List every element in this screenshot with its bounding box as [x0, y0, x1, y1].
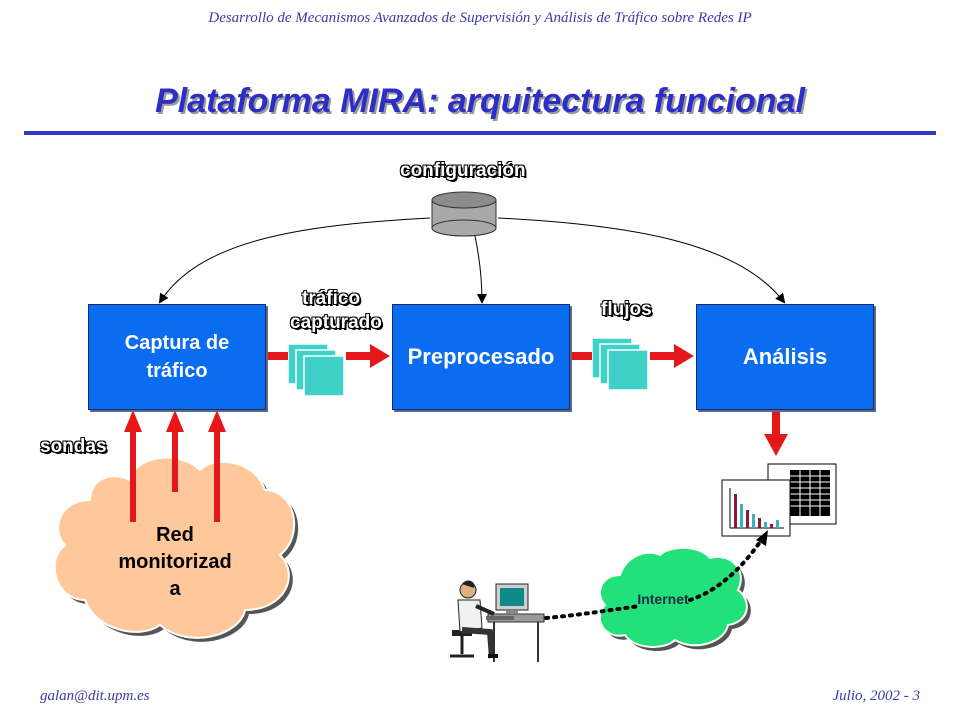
captured-label: capturado [290, 312, 382, 333]
database-icon [431, 191, 497, 237]
probes-label: sondas [40, 436, 107, 457]
red-arrow-pre-analysis [570, 344, 694, 368]
report-chart-icon [721, 479, 791, 537]
flows-label: flujos [601, 299, 652, 320]
user-at-computer-icon [450, 580, 545, 662]
red-arrow-analysis-down [764, 410, 788, 456]
config-arrow-pre [474, 235, 487, 304]
title-rule [24, 131, 936, 135]
capture-box: Captura de tráfico [88, 304, 266, 410]
monitored-network-cloud [53, 456, 299, 642]
probe-arrows [124, 410, 226, 522]
dotted-connection [544, 534, 766, 620]
analysis-box: Análisis [696, 304, 874, 410]
monitored-network-label: Red monitorizad a [100, 522, 250, 603]
flows-documents-icon [591, 337, 649, 391]
network-label-line2: monitorizad [118, 551, 232, 573]
internet-label: Internet [637, 591, 689, 607]
traffic-label: tráfico [302, 288, 361, 309]
slide-header: Desarrollo de Mecanismos Avanzados de Su… [208, 10, 752, 26]
capture-label-line1: Captura de [124, 332, 230, 354]
preprocessing-box: Preprocesado [392, 304, 570, 410]
capture-label-line2: tráfico [146, 360, 208, 382]
footer-email: galan@dit.upm.es [40, 688, 150, 704]
internet-cloud [598, 546, 751, 651]
network-label-line1: Red [156, 524, 194, 546]
footer-date-page: Julio, 2002 - 3 [832, 688, 921, 704]
captured-traffic-documents-icon [287, 343, 345, 397]
network-label-line3: a [169, 578, 181, 600]
configuration-label: configuración [400, 160, 526, 181]
slide-title: Plataforma MIRA: arquitectura funcional [155, 82, 805, 120]
config-arrow-capture [158, 217, 431, 304]
config-arrow-analysis [497, 217, 786, 304]
red-arrow-capture-pre [266, 344, 390, 368]
